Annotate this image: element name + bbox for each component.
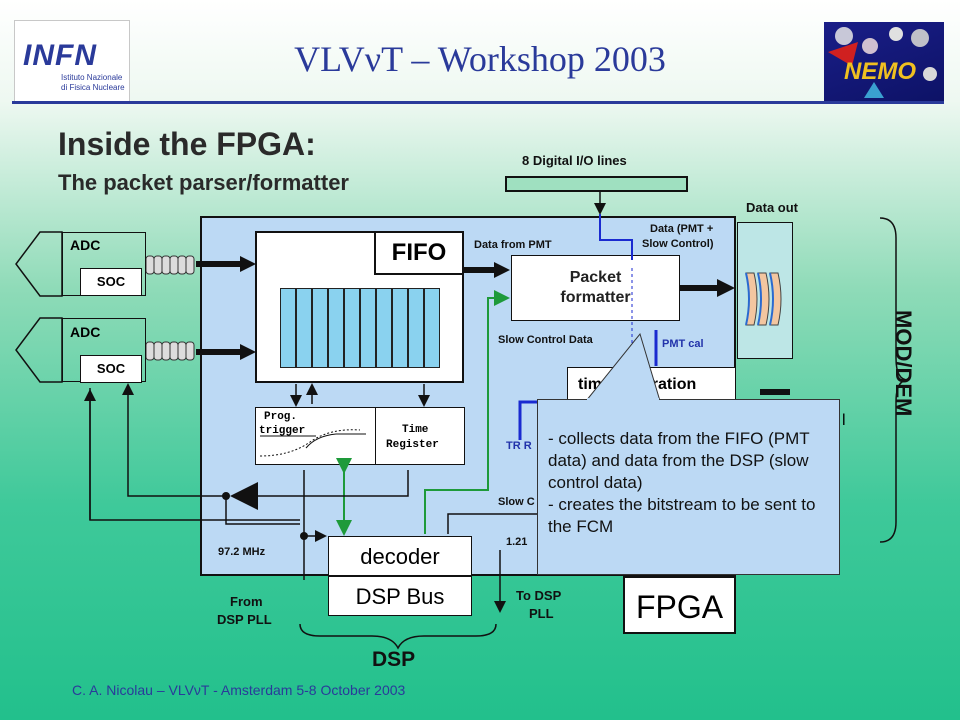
fifo-slot: [392, 288, 408, 368]
trigger-waveform: [259, 429, 366, 457]
data-pmt-slow-label-2: Slow Control): [642, 238, 714, 250]
freq2-label: 1.21: [506, 536, 528, 548]
time-register-line-2: Register: [386, 439, 439, 451]
rl-label: l: [842, 412, 846, 429]
fpga-label-box: FPGA: [623, 576, 736, 634]
slow-control-data-label: Slow Control Data: [498, 334, 593, 346]
nemo-logo-graphic: [828, 27, 937, 98]
mod-dem-label: MOD/DEM: [891, 310, 916, 417]
data-out-bits: [745, 272, 782, 326]
infn-logo-sub2: di Fisica Nucleare: [61, 83, 125, 92]
fifo-slot: [360, 288, 376, 368]
time-register-block: Time Register: [375, 407, 465, 465]
fifo-slot: [328, 288, 344, 368]
fifo-slot: [312, 288, 328, 368]
data-out-panel: [737, 222, 793, 359]
fifo-label: FIFO: [374, 231, 464, 275]
infn-logo-sub1: Istituto Nazionale: [61, 73, 123, 82]
infn-logo-text: INFN: [23, 39, 97, 72]
fifo-slot: [424, 288, 440, 368]
fifo-slot: [408, 288, 424, 368]
callout-pointer-join: [587, 398, 659, 401]
callout-line-2: - creates the bitstream to be sent to th…: [548, 495, 816, 536]
io-lines-label: 8 Digital I/O lines: [522, 153, 627, 168]
pmt-cal-label: PMT cal: [662, 338, 704, 350]
slow-label: Slow C: [498, 496, 535, 508]
infn-logo: INFN Istituto Nazionale di Fisica Nuclea…: [14, 20, 130, 104]
header-title: VLVνT – Workshop 2003: [294, 39, 666, 79]
data-out-label: Data out: [746, 200, 798, 215]
packet-formatter-block: Packet formatter: [511, 255, 680, 321]
data-pmt-slow-label-1: Data (PMT +: [650, 223, 714, 235]
fifo-slot: [296, 288, 312, 368]
data-from-pmt-label: Data from PMT: [474, 239, 552, 251]
slide-title: Inside the FPGA:: [58, 126, 316, 162]
nemo-logo: NEMO: [824, 22, 944, 102]
slide-subtitle: The packet parser/formatter: [58, 170, 349, 195]
fifo-slot: [280, 288, 296, 368]
adc-label-2: ADC: [70, 324, 101, 340]
time-register-line-1: Time: [402, 424, 429, 436]
adc-label-1: ADC: [70, 237, 101, 253]
freq-label: 97.2 MHz: [218, 546, 266, 558]
packet-formatter-line-2: formatter: [560, 289, 631, 306]
to-dsp-pll-line-2: PLL: [529, 606, 554, 621]
soc-box-2: SOC: [80, 355, 142, 383]
decoder-block: decoder: [328, 536, 472, 576]
packet-formatter-line-1: Packet: [569, 269, 622, 286]
soc-box-1: SOC: [80, 268, 142, 296]
header-rule: [12, 101, 944, 104]
footer-text: C. A. Nicolau – VLVνT - Amsterdam 5-8 Oc…: [72, 682, 406, 698]
from-dsp-pll-line-2: DSP PLL: [217, 612, 272, 627]
callout-box: - collects data from the FIFO (PMT data)…: [537, 399, 840, 575]
from-dsp-pll-line-1: From: [230, 594, 263, 609]
dsp-label: DSP: [372, 648, 416, 671]
prog-trigger-block: Prog. trigger: [255, 407, 376, 465]
nemo-logo-text: NEMO: [844, 58, 916, 85]
fifo-slot: [344, 288, 360, 368]
tr-label: TR R: [506, 440, 532, 452]
to-dsp-pll-line-1: To DSP: [516, 588, 562, 603]
fifo-slot: [376, 288, 392, 368]
io-lines-bar: [505, 176, 688, 192]
callout-line-1: - collects data from the FIFO (PMT data)…: [548, 429, 810, 492]
dsp-bus-block: DSP Bus: [328, 576, 472, 616]
